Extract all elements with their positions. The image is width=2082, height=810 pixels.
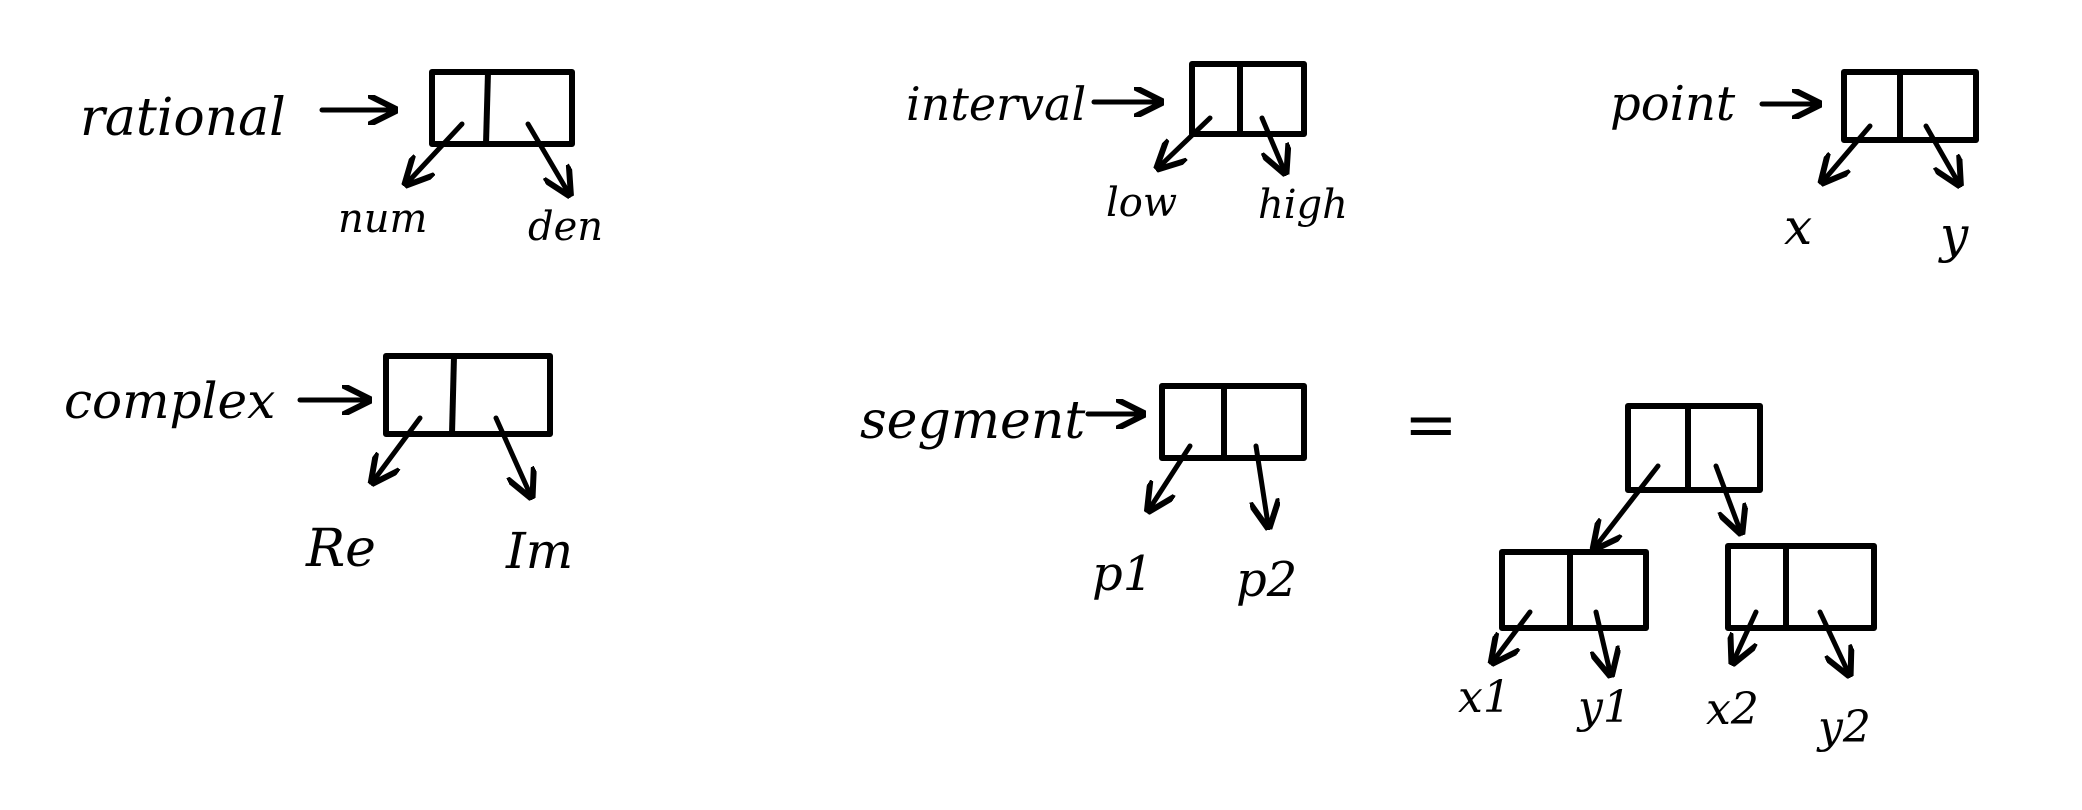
interval-pair-box [1189, 61, 1307, 137]
interval-label: interval [906, 77, 1086, 131]
complex-cdr-arrow [493, 415, 530, 494]
interval-car-arrow [1160, 115, 1213, 166]
complex-cdr-label: Im [505, 522, 573, 580]
segment-car-arrow [1150, 443, 1193, 508]
interval-car-label: low [1106, 180, 1177, 226]
equals-sign: = [1404, 388, 1458, 462]
p2-car-label: x2 [1706, 684, 1759, 735]
segment-cdr-label: p2 [1236, 552, 1297, 608]
segment-expanded-pair-box [1625, 403, 1763, 493]
segment-cdr-arrow [1256, 443, 1268, 524]
p1-cdr-arrow [1596, 609, 1610, 672]
interval-cdr-arrow [1259, 115, 1284, 170]
complex-label: complex [64, 372, 275, 430]
rational-car-label: num [338, 196, 427, 242]
rational-cdr-label: den [528, 204, 603, 250]
complex-car-arrow [374, 415, 423, 480]
segment-expanded-car-arrow [1596, 463, 1661, 546]
p2-car-arrow [1734, 609, 1759, 660]
point-cdr-label: y [1938, 206, 1969, 264]
complex-pair-box [383, 353, 553, 437]
segment-car-label: p1 [1092, 546, 1153, 602]
segment-label: segment [860, 391, 1085, 451]
p1-cdr-label: y1 [1576, 682, 1631, 733]
rational-cdr-arrow [525, 121, 568, 192]
segment-pair-box [1159, 383, 1307, 461]
p2-pair-box [1725, 543, 1877, 631]
p1-pair-box [1499, 549, 1649, 631]
segment-expanded-cdr-arrow [1713, 463, 1740, 530]
rational-pair-box [429, 69, 575, 147]
rational-label: rational [80, 88, 286, 148]
p1-car-label: x1 [1458, 672, 1511, 723]
rational-car-arrow [408, 121, 465, 182]
point-cdr-arrow [1923, 123, 1958, 182]
point-pair-box [1841, 69, 1979, 143]
p2-cdr-label: y2 [1816, 702, 1871, 753]
point-label: point [1610, 76, 1736, 132]
interval-cdr-label: high [1258, 182, 1348, 228]
point-car-arrow [1824, 123, 1873, 180]
p2-cdr-arrow [1817, 609, 1848, 672]
complex-car-label: Re [305, 519, 376, 579]
p1-car-arrow [1494, 609, 1533, 660]
point-car-label: x [1784, 198, 1812, 256]
